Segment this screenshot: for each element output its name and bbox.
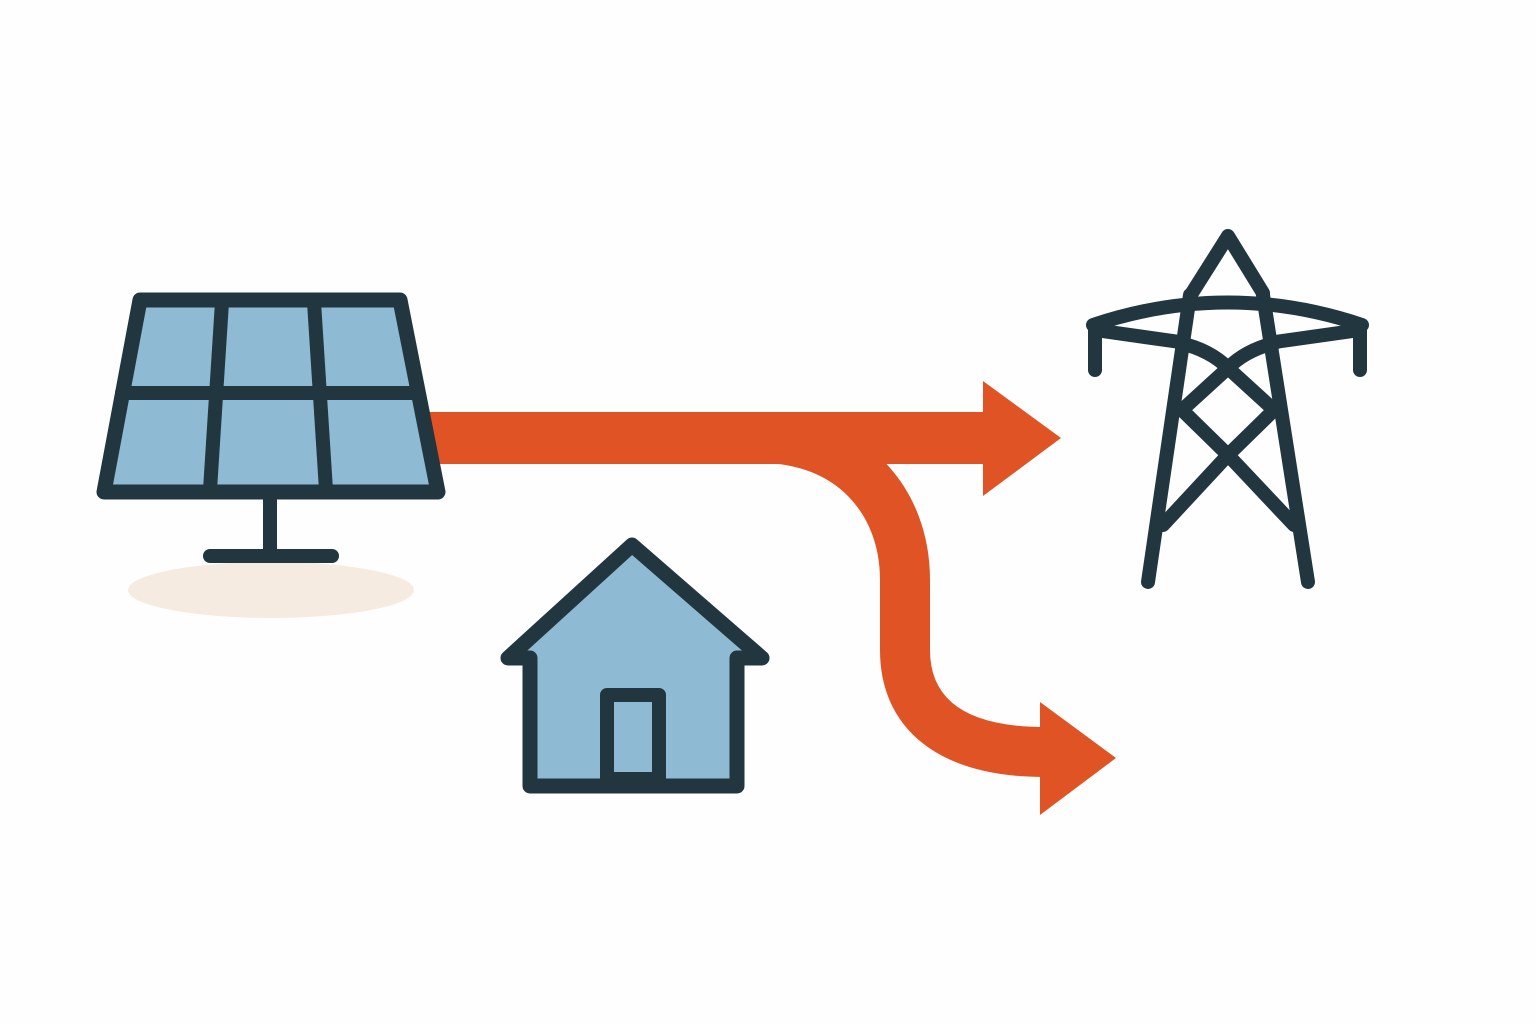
power-pylon-icon (1086, 229, 1369, 589)
curved-arrow-icon (1040, 702, 1116, 815)
arrow-right-icon (983, 381, 1061, 496)
panel-shadow (128, 562, 414, 618)
house-body (500, 537, 770, 794)
arrow-to-grid (425, 381, 1061, 496)
arrow-branch (759, 413, 1116, 815)
door (600, 688, 666, 786)
arrow-branch-shaft (759, 413, 1046, 777)
solar-panel-icon (96, 292, 446, 618)
arrow-to-grid-shaft (425, 412, 987, 464)
house-icon (500, 537, 770, 794)
